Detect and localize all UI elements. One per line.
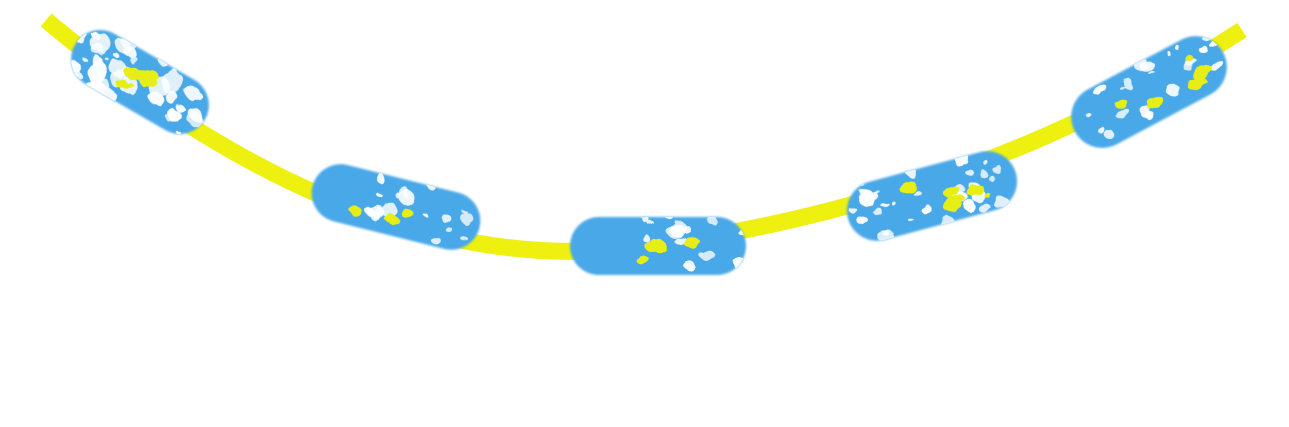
bead-3 [570,217,746,275]
bead-speckles [849,151,1009,244]
capsule-bead-icon [846,151,1018,241]
strand-line [40,13,1247,260]
bead-speckles [64,29,204,135]
bead-speckles [348,174,475,246]
beads-group [64,29,1227,275]
bead-speckles [635,217,746,271]
bead-2 [311,164,481,250]
bead-5 [1071,33,1227,148]
bead-1 [64,29,209,135]
bead-4 [846,151,1018,244]
